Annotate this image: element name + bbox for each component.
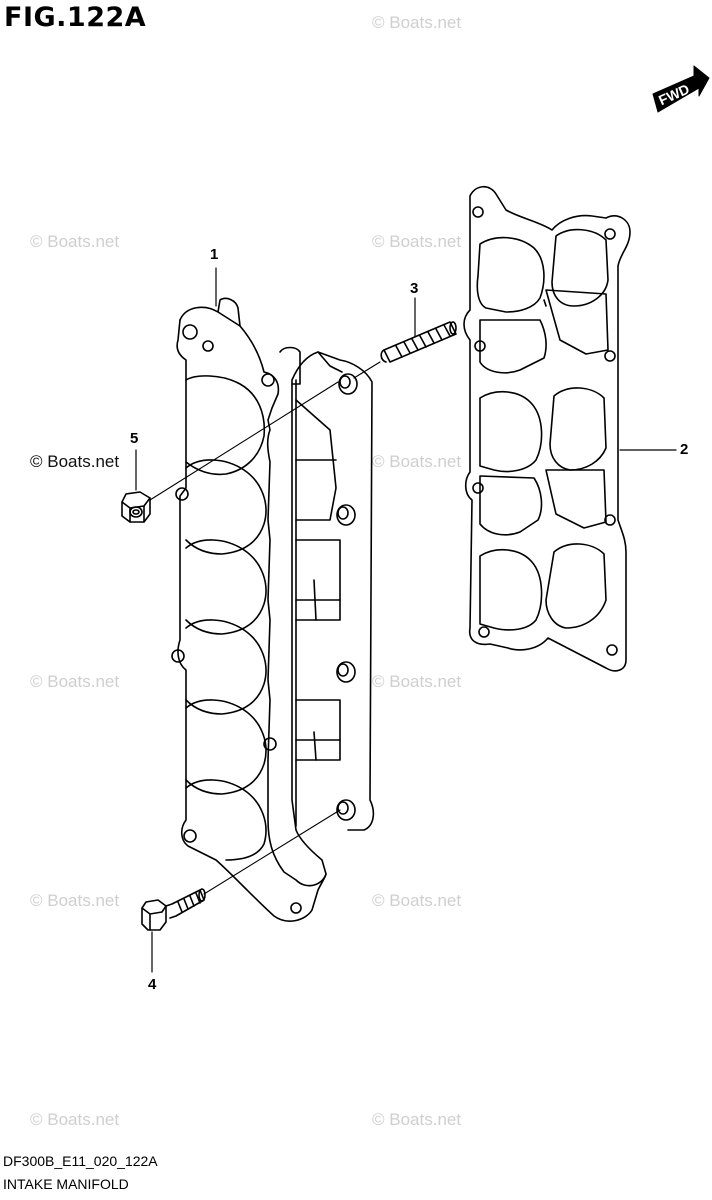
watermark: © Boats.net <box>372 232 462 251</box>
fwd-arrow-icon: FWD <box>652 65 710 113</box>
watermark: © Boats.net <box>372 13 462 32</box>
watermark: © Boats.net <box>372 672 462 691</box>
watermark: © Boats.net <box>30 891 120 910</box>
figure-caption: INTAKE MANIFOLD <box>3 1176 129 1192</box>
stud-part <box>380 321 457 363</box>
watermark: © Boats.net <box>372 891 462 910</box>
leader-lines <box>135 267 677 973</box>
watermark: © Boats.net <box>30 232 120 251</box>
callout-1: 1 <box>210 246 219 263</box>
watermark: © Boats.net <box>30 672 120 691</box>
drawing-code: DF300B_E11_020_122A <box>3 1153 158 1169</box>
bolt-part <box>141 888 206 931</box>
callout-4: 4 <box>148 976 157 993</box>
figure-title: FIG.122A <box>4 2 147 33</box>
gasket-part <box>463 185 631 672</box>
watermark: © Boats.net <box>372 452 462 471</box>
callout-3: 3 <box>410 280 419 297</box>
fwd-label: FWD <box>656 81 692 109</box>
watermark: © Boats.net <box>30 452 120 471</box>
intake-manifold-part <box>171 297 375 922</box>
callout-2: 2 <box>680 441 689 458</box>
nut-part <box>121 491 151 523</box>
callout-5: 5 <box>130 430 139 447</box>
watermark: © Boats.net <box>372 1110 462 1129</box>
watermark: © Boats.net <box>30 1110 120 1129</box>
alignment-lines <box>149 361 381 895</box>
